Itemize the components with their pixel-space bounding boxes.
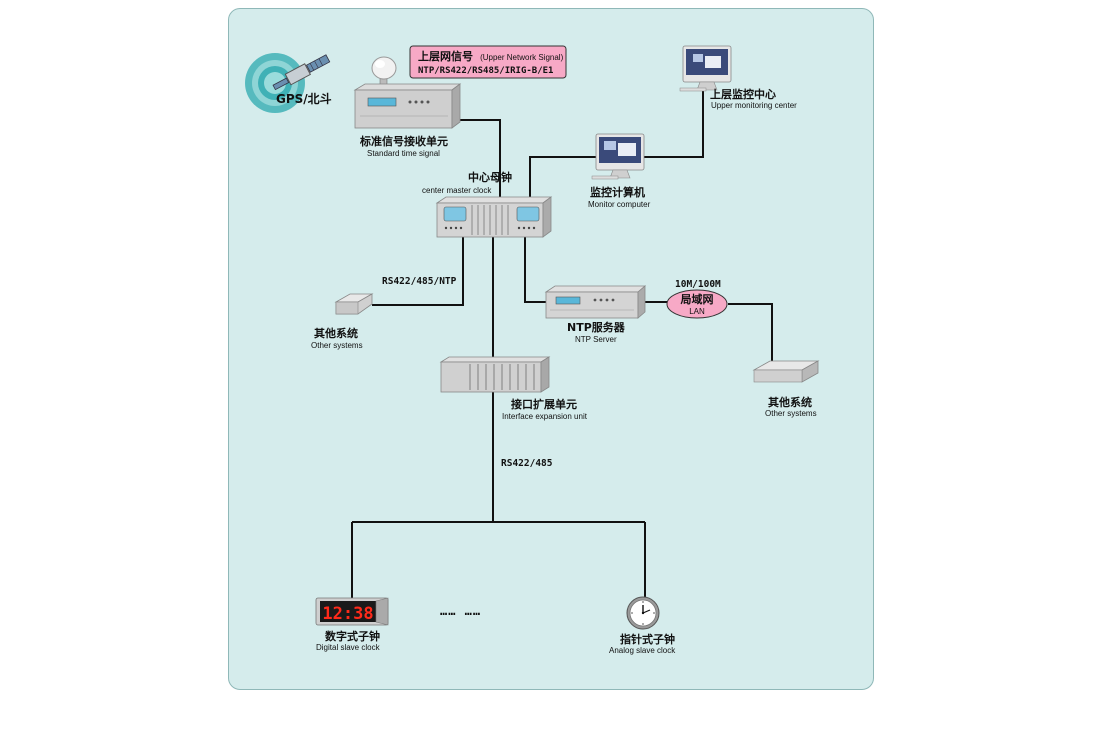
- analog-clock-label-zh: 指针式子钟: [620, 632, 675, 646]
- diagram-panel: [228, 8, 874, 690]
- receiver-device: 标准信号接收单元 Standard time signal: [353, 56, 462, 158]
- ntp-server-device: NTP服务器 NTP Server 10M/100M: [544, 279, 721, 344]
- digital-clock-device: 12:38 数字式子钟 Digital slave clock: [315, 597, 389, 652]
- other-systems-right: 其他系统 Other systems: [752, 360, 820, 418]
- link-label-10m-100m: 10M/100M: [675, 279, 721, 290]
- upper-signal-box: 上层网信号 (Upper Network Signal) NTP/RS422/R…: [409, 45, 567, 79]
- ntp-server-label-en: NTP Server: [575, 335, 617, 344]
- link-master-ntp: [524, 237, 548, 303]
- more-clocks-ellipsis: …… ……: [440, 604, 481, 618]
- upper-signal-title-zh: 上层网信号: [418, 49, 473, 63]
- upper-monitor-label-en: Upper monitoring center: [711, 101, 797, 110]
- link-lan-other-right: [728, 303, 773, 365]
- satellite-label: GPS/北斗: [276, 91, 332, 106]
- digital-clock-label-en: Digital slave clock: [316, 643, 381, 652]
- digital-clock-label-zh: 数字式子钟: [325, 629, 380, 643]
- receiver-label-en: Standard time signal: [367, 149, 440, 158]
- monitor-computer-label-en: Monitor computer: [588, 200, 651, 209]
- analog-clock-label-en: Analog slave clock: [609, 646, 676, 655]
- master-clock-device: 中心母钟 center master clock: [422, 170, 553, 238]
- analog-clock-device: 指针式子钟 Analog slave clock: [609, 596, 676, 655]
- ntp-server-label-zh: NTP服务器: [567, 320, 626, 334]
- svg-text:上层网信号 (Upper Network Sig: 上层网信号 (Upper Network Signal): [418, 45, 564, 64]
- other-left-label-zh: 其他系统: [314, 326, 358, 340]
- digital-clock-display: 12:38: [322, 604, 373, 624]
- master-clock-label-zh: 中心母钟: [468, 170, 512, 184]
- upper-monitor-label-zh: 上层监控中心: [710, 87, 776, 101]
- monitor-computer-label-zh: 监控计算机: [590, 185, 645, 199]
- other-right-label-zh: 其他系统: [768, 395, 812, 409]
- expansion-label-en: Interface expansion unit: [502, 412, 588, 421]
- other-right-label-en: Other systems: [765, 409, 817, 418]
- connection-lines: [351, 88, 773, 598]
- link-master-monitor: [529, 156, 598, 198]
- lan-label-zh: 局域网: [680, 292, 714, 306]
- upper-monitor-device: 上层监控中心 Upper monitoring center: [679, 45, 797, 110]
- monitor-computer-device: 监控计算机 Monitor computer: [588, 133, 651, 209]
- master-clock-label-en: center master clock: [422, 186, 492, 195]
- satellite-icon: GPS/北斗: [245, 53, 332, 113]
- upper-signal-protocols: NTP/RS422/RS485/IRIG-B/E1: [418, 66, 553, 76]
- lan-node: 局域网 LAN: [666, 289, 728, 319]
- link-master-other-left: [372, 237, 464, 306]
- other-systems-left: RS422/485/NTP 其他系统 Other systems: [311, 276, 457, 350]
- expansion-label-zh: 接口扩展单元: [511, 397, 577, 411]
- upper-signal-title-en: (Upper Network Signal): [480, 53, 563, 62]
- link-monitor-upper: [640, 88, 704, 158]
- link-label-rs422-485-ntp: RS422/485/NTP: [382, 276, 457, 287]
- link-label-rs422-485: RS422/485: [501, 458, 553, 469]
- other-left-label-en: Other systems: [311, 341, 363, 350]
- link-receiver-master: [455, 119, 501, 198]
- lan-label-en: LAN: [689, 307, 705, 316]
- expansion-unit-device: 接口扩展单元 Interface expansion unit RS422/48…: [439, 356, 588, 469]
- receiver-label-zh: 标准信号接收单元: [359, 134, 448, 148]
